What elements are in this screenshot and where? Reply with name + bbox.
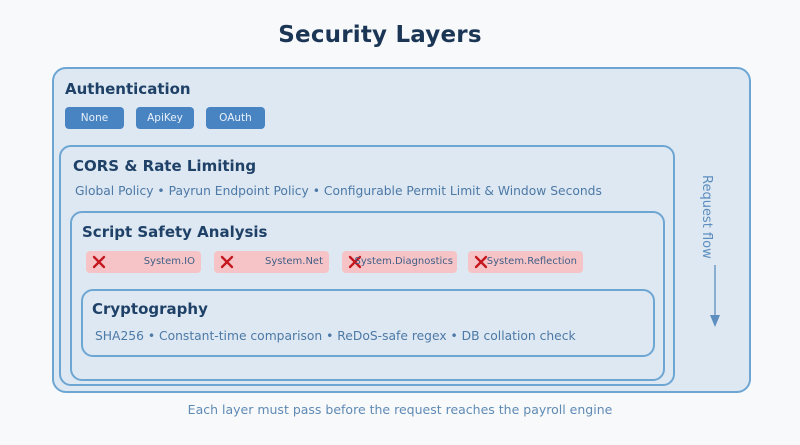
layer-title-cors: CORS & Rate Limiting — [73, 157, 257, 175]
diagram-title: Security Layers — [278, 22, 482, 48]
layer-title-cryptography: Cryptography — [92, 300, 208, 318]
layer-description-cryptography: SHA256 • Constant-time comparison • ReDo… — [95, 329, 576, 343]
request-flow-indicator: Request flow — [694, 165, 734, 335]
layer-title-authentication: Authentication — [65, 80, 191, 98]
diagram-caption: Each layer must pass before the request … — [187, 402, 613, 417]
auth-chip-none: None — [65, 107, 124, 129]
layer-description-cors: Global Policy • Payrun Endpoint Policy •… — [75, 184, 602, 198]
blocked-namespace-label: System.Net — [264, 256, 323, 267]
x-icon — [348, 255, 362, 269]
x-icon — [220, 255, 234, 269]
blocked-chip-system-net: System.Net — [214, 251, 329, 273]
blocked-namespace-label: System.IO — [143, 256, 195, 267]
blocked-namespace-label: System.Reflection — [486, 256, 577, 267]
x-icon — [474, 255, 488, 269]
blocked-chip-system-diagnostics: System.Diagnostics — [342, 251, 457, 273]
arrow-down-icon — [710, 265, 720, 327]
request-flow-label: Request flow — [699, 175, 714, 259]
blocked-namespace-label: System.Diagnostics — [354, 256, 454, 267]
layer-title-script-safety: Script Safety Analysis — [82, 223, 268, 241]
layer-cryptography: Cryptography SHA256 • Constant-time comp… — [81, 289, 655, 357]
auth-chip-oauth: OAuth — [206, 107, 265, 129]
blocked-chip-system-io: System.IO — [86, 251, 201, 273]
auth-chip-apikey: ApiKey — [136, 107, 194, 129]
blocked-chip-system-reflection: System.Reflection — [468, 251, 583, 273]
x-icon — [92, 255, 106, 269]
